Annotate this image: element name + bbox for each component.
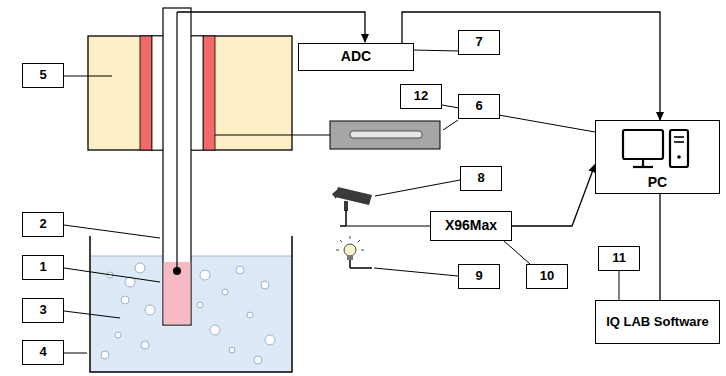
gas-bubble	[261, 281, 269, 289]
callout-number: 4	[22, 340, 64, 365]
callout-number: 10	[526, 264, 568, 289]
controller-device	[215, 121, 440, 149]
gas-bubbles	[101, 263, 275, 364]
node-text: X96Max	[445, 218, 497, 233]
gas-bubble	[141, 341, 149, 349]
node-text: IQ LAB Software	[606, 315, 709, 329]
gas-bubble	[145, 305, 155, 315]
callout-number: 1	[22, 255, 64, 280]
leader-line	[504, 241, 530, 264]
node-text: 7	[475, 35, 482, 49]
node-text: 2	[39, 217, 46, 231]
probe-tube	[163, 8, 191, 325]
adc-box: ADC	[298, 43, 414, 71]
gas-bubble	[210, 325, 220, 335]
signal-arrow	[512, 164, 595, 226]
gas-bubble	[247, 312, 253, 318]
node-text: 11	[612, 251, 626, 265]
callout-number: 8	[460, 166, 502, 191]
gas-bubble	[229, 347, 235, 353]
gas-bubble	[101, 351, 109, 359]
gas-bubble	[222, 289, 228, 295]
callout-number: 2	[22, 212, 64, 237]
leader-lines	[64, 76, 460, 353]
gas-bubble	[265, 335, 275, 345]
pc-box: PC	[595, 120, 720, 194]
computer-icon	[623, 130, 688, 167]
node-text: 4	[39, 345, 46, 359]
gas-bubble	[121, 296, 129, 304]
gas-bubble	[197, 302, 203, 308]
callout-number: 3	[22, 298, 64, 323]
gas-bubble	[135, 263, 145, 273]
tv-box: X96Max	[430, 211, 512, 241]
node-text: ADC	[341, 49, 371, 64]
callout-number: 6	[458, 94, 500, 119]
leader-line	[414, 50, 458, 51]
signal-wire	[177, 12, 365, 42]
gas-bubble	[236, 266, 244, 274]
gas-bubble	[200, 270, 210, 280]
gas-bubble	[254, 356, 262, 364]
leader-line	[619, 271, 620, 300]
node-text: 6	[475, 99, 482, 113]
leader-line	[659, 194, 660, 300]
node-text: 1	[39, 260, 46, 274]
callout-number: 7	[458, 30, 500, 55]
node-text: 3	[39, 303, 46, 317]
callout-number: 9	[458, 264, 500, 289]
node-text: 9	[475, 269, 482, 283]
software-box: IQ LAB Software	[595, 300, 720, 344]
callout-number: 5	[22, 63, 64, 88]
callout-number: 11	[598, 246, 640, 271]
node-text: 12	[414, 89, 428, 103]
node-text: 10	[540, 269, 554, 283]
gas-bubble	[115, 332, 121, 338]
node-text: PC	[648, 175, 667, 190]
lamp-icon	[336, 236, 372, 268]
node-text: 5	[39, 68, 46, 82]
node-text: 8	[477, 171, 484, 185]
callout-number: 12	[400, 84, 442, 109]
camera-icon	[332, 187, 430, 226]
